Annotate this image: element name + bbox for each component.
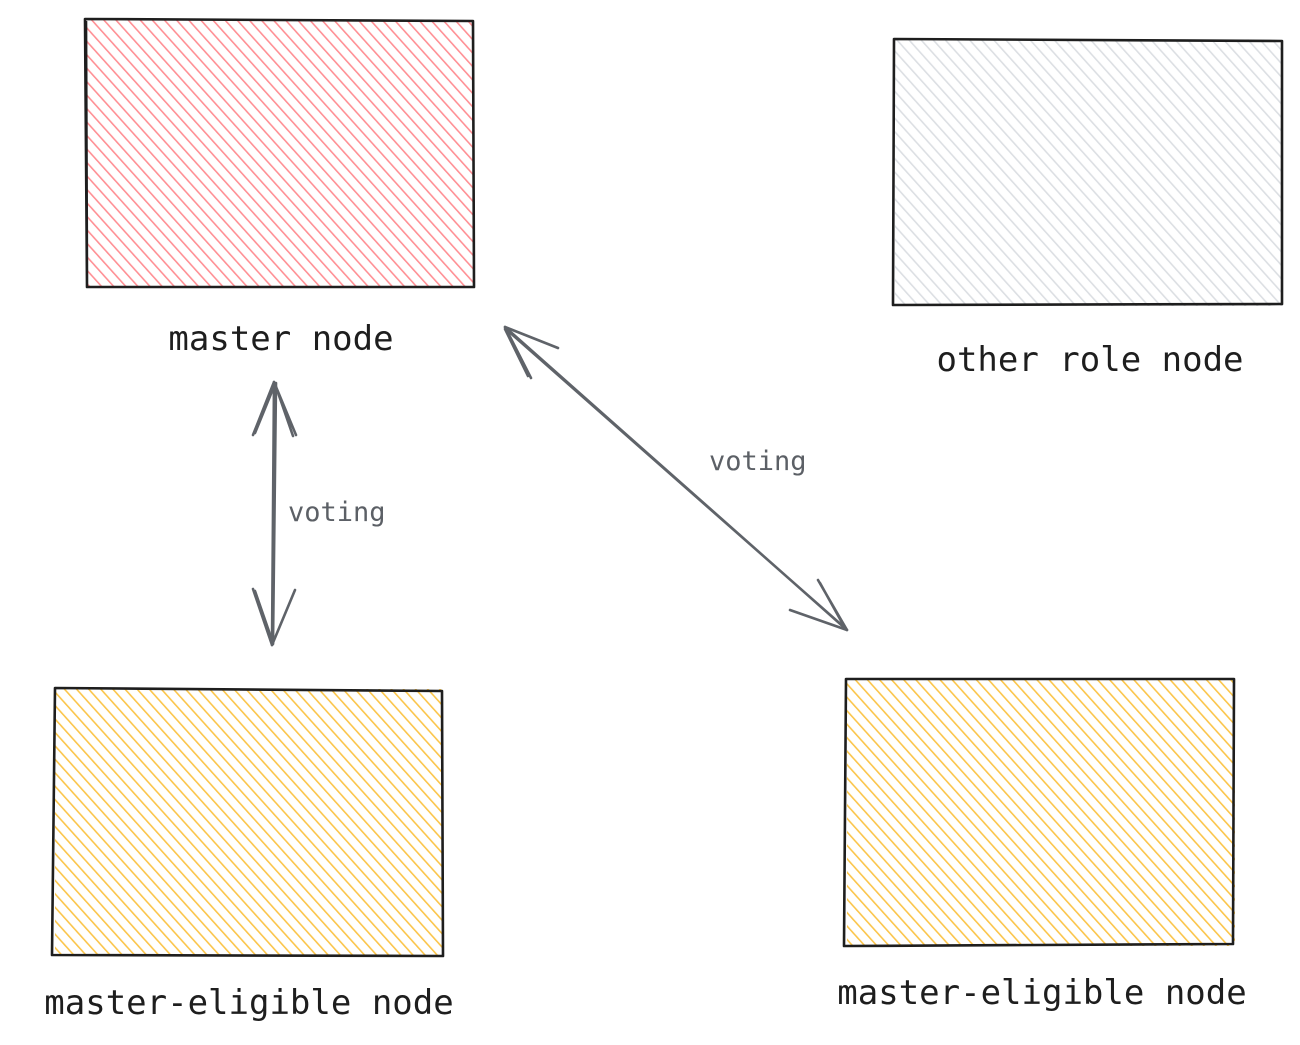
- master-eligible-node-right-fill: [847, 680, 1235, 946]
- master-eligible-node-left-outline: [50, 686, 445, 958]
- other-role-node-label: other role node: [936, 340, 1243, 380]
- master-node-fill: [86, 20, 474, 287]
- arrowhead-up-left-icon: [503, 325, 560, 380]
- master-eligible-node-left-label: master-eligible node: [44, 983, 453, 1023]
- arrowhead-up-icon: [251, 380, 298, 438]
- other-role-node-fill: [895, 40, 1283, 306]
- voting-label-vertical: voting: [288, 497, 386, 528]
- voting-arrow-diagonal[interactable]: voting: [503, 325, 849, 632]
- master-eligible-node-right-label: master-eligible node: [837, 973, 1246, 1013]
- voting-label-diagonal: voting: [709, 446, 807, 477]
- other-role-node[interactable]: other role node: [891, 37, 1284, 380]
- master-eligible-node-left[interactable]: master-eligible node: [44, 686, 454, 1023]
- master-node-label: master node: [168, 319, 393, 359]
- master-eligible-node-left-fill: [55, 689, 443, 956]
- master-eligible-node-right[interactable]: master-eligible node: [837, 677, 1247, 1013]
- other-role-node-outline: [891, 37, 1284, 307]
- master-eligible-node-right-outline: [842, 677, 1236, 948]
- master-node-outline: [83, 17, 476, 289]
- master-node[interactable]: master node: [83, 17, 476, 359]
- voting-arrow-diagonal-shaft: [503, 325, 849, 632]
- arrowhead-down-icon: [251, 587, 297, 647]
- voting-arrow-vertical[interactable]: voting: [251, 380, 386, 647]
- voting-arrow-vertical-shaft: [270, 380, 278, 647]
- arrowhead-down-right-icon: [788, 578, 849, 632]
